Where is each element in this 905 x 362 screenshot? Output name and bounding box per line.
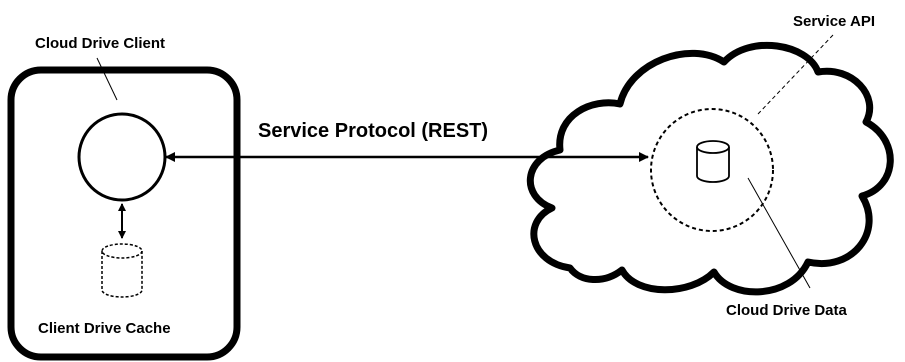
cloud-data-label: Cloud Drive Data	[726, 302, 848, 319]
client-title-label: Cloud Drive Client	[35, 35, 165, 52]
client-title-pointer	[96, 57, 118, 101]
client-cache-cylinder-icon	[101, 243, 143, 298]
cloud-data-cylinder-icon	[696, 140, 730, 183]
service-api-label: Service API	[793, 13, 875, 30]
client-box	[7, 66, 241, 361]
client-process-circle	[77, 112, 167, 202]
service-protocol-label: Service Protocol (REST)	[258, 120, 488, 142]
cloud-shape	[526, 41, 894, 296]
client-cache-label: Client Drive Cache	[38, 320, 171, 337]
cloud-data-pointer	[747, 177, 811, 289]
service-api-boundary	[650, 108, 774, 232]
